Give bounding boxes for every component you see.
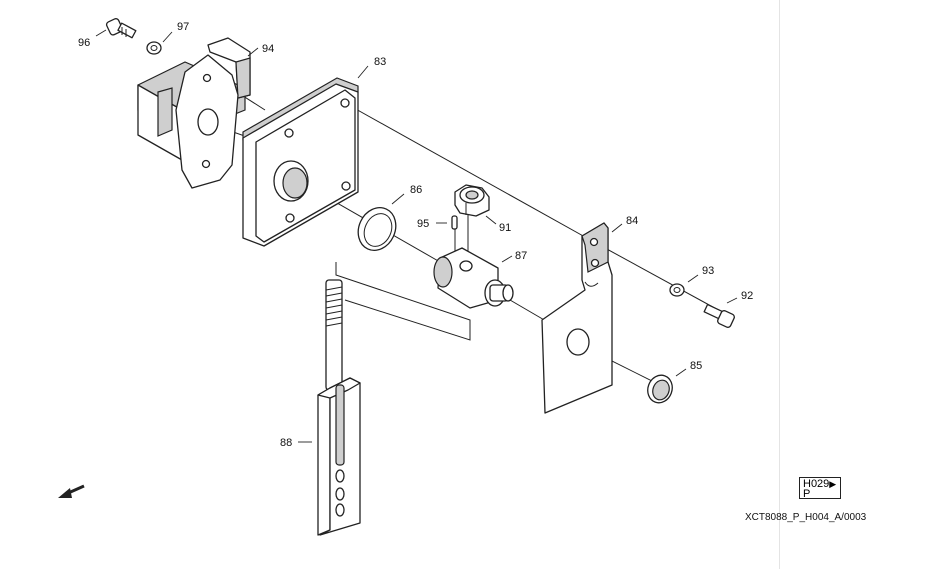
washer-93: [669, 283, 685, 297]
callout-87: 87: [515, 250, 527, 262]
figure-reference: XCT8088_P_H004_A/0003: [745, 512, 867, 523]
callout-84: 84: [626, 215, 638, 227]
figure-code-line2: P: [803, 488, 811, 500]
callout-91: 91: [499, 222, 511, 234]
figure-code-box: H029▶ P: [799, 477, 841, 500]
guide-line-bolt: [593, 241, 723, 313]
callout-88: 88: [280, 437, 292, 449]
block-94: [137, 37, 251, 189]
bolt-96: [105, 18, 137, 39]
nut-91: [454, 184, 490, 217]
bracket-84: [541, 222, 613, 414]
callout-93: 93: [702, 265, 714, 277]
callout-94: 94: [262, 43, 274, 55]
washer-97: [146, 41, 162, 55]
arrow-down-left-icon: [58, 484, 85, 498]
bolt-92: [703, 303, 735, 328]
callout-95: 95: [417, 218, 429, 230]
plate-83: [242, 77, 359, 247]
bushing-85: [647, 374, 673, 404]
figure-code-line1: H029▶: [803, 478, 837, 490]
callout-86: 86: [410, 184, 422, 196]
rod-88: [317, 279, 361, 536]
pin-95: [451, 215, 458, 230]
scan-edge-line: [779, 0, 780, 569]
callout-96: 96: [78, 37, 90, 49]
seal-ring-86: [357, 207, 397, 251]
callout-92: 92: [741, 290, 753, 302]
callout-97: 97: [177, 21, 189, 33]
triangle-right-icon: ▶: [829, 479, 837, 489]
bracket-line-88: [335, 262, 471, 341]
callout-85: 85: [690, 360, 702, 372]
callout-83: 83: [374, 56, 386, 68]
shaft-87: [433, 247, 514, 309]
